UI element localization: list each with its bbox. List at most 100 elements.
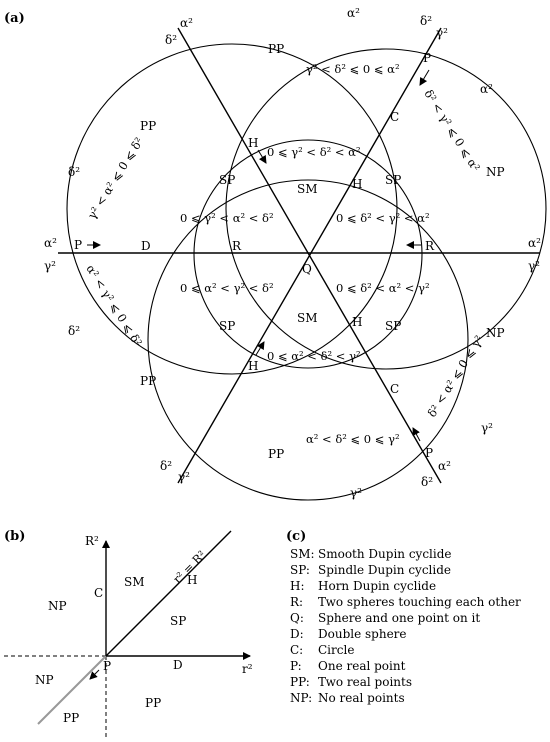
region-np-right-upper: NP xyxy=(486,165,505,179)
ineq-right-upper-outer: δ² < γ² ⩽ 0 ⩽ α² xyxy=(421,87,482,174)
region-sp-lower-right: SP xyxy=(385,319,401,333)
label-d2-top-right: δ² xyxy=(420,14,432,28)
arrow-p-top-right xyxy=(419,69,430,86)
ineq-left-lower-outer: α² < γ² ⩽ 0 ⩽ δ² xyxy=(83,262,144,349)
label-a2-right: α² xyxy=(528,236,541,250)
legend-description: Double sphere xyxy=(318,627,407,641)
circle-bottom xyxy=(147,179,469,501)
region-sp-upper-left: SP xyxy=(219,173,235,187)
legend-key: D: xyxy=(290,627,304,641)
label-a2-bottom-right: α² xyxy=(438,459,451,473)
region-h-upper-left: H xyxy=(248,136,258,150)
legend-description: Two real points xyxy=(318,675,412,689)
point-p-top-right: P xyxy=(423,51,431,65)
circle-upper-left xyxy=(66,43,398,375)
point-c-lower: C xyxy=(390,382,399,396)
arrow-h-lower-left xyxy=(255,341,265,356)
label-a2-left: α² xyxy=(44,236,57,250)
label-g2-top-right: γ² xyxy=(436,26,448,40)
legend-description: Spindle Dupin cyclide xyxy=(318,563,451,577)
legend-description: Smooth Dupin cyclide xyxy=(318,547,452,561)
legend-key: P: xyxy=(290,659,302,673)
circle-central xyxy=(193,139,423,369)
axis-y-label: R² xyxy=(85,534,99,548)
ineq-top-inner: 0 ⩽ γ² < δ² < α² xyxy=(267,145,361,159)
diagonal-r2-equals-R2 xyxy=(105,530,232,657)
legend-description: Circle xyxy=(318,643,354,657)
region-b-pp-left: PP xyxy=(63,711,79,725)
label-a2-top-circle: α² xyxy=(347,6,360,20)
label-d2-left-lower: δ² xyxy=(68,324,80,338)
region-h-upper-right: H xyxy=(352,177,362,191)
legend-key: H: xyxy=(290,579,305,593)
label-d2-bottom-left: δ² xyxy=(160,459,172,473)
ineq-bottom-outer: α² < δ² ⩽ 0 ⩽ γ² xyxy=(306,432,400,446)
region-b-np-upper: NP xyxy=(48,599,67,613)
axis-x-label: r² xyxy=(242,662,253,676)
point-p-bottom-right: P xyxy=(425,446,433,460)
region-pp-top: PP xyxy=(268,42,284,56)
point-r-left: R xyxy=(232,239,242,253)
label-g2-right-lower: γ² xyxy=(481,421,493,435)
ineq-upper-right-inner: 0 ⩽ δ² < γ² < α² xyxy=(336,211,430,225)
legend-key: NP: xyxy=(290,691,312,705)
region-pp-left-lower: PP xyxy=(140,374,156,388)
label-a2-right-upper: α² xyxy=(480,82,493,96)
diagonal-line-2 xyxy=(177,27,442,484)
ineq-lower-left-inner: 0 ⩽ α² < γ² < δ² xyxy=(180,281,274,295)
region-b-sm: SM xyxy=(124,575,145,589)
gray-diagonal-negative xyxy=(37,655,107,725)
region-h-lower-right: H xyxy=(352,315,362,329)
label-g2-left: γ² xyxy=(44,259,56,273)
legend-key: C: xyxy=(290,643,303,657)
point-d: D xyxy=(141,239,151,253)
region-sp-lower-left: SP xyxy=(219,319,235,333)
point-b-p: P xyxy=(103,659,111,673)
legend-key: Q: xyxy=(290,611,304,625)
legend-description: No real points xyxy=(318,691,405,705)
legend-description: Two spheres touching each other xyxy=(318,595,521,609)
panel-a-label: (a) xyxy=(4,11,25,26)
ineq-left-upper-outer: γ² < α² ⩽ 0 ⩽ δ² xyxy=(85,135,146,222)
region-h-lower-left: H xyxy=(248,359,258,373)
point-r-right: R xyxy=(425,239,435,253)
legend-key: SM: xyxy=(290,547,315,561)
circle-upper-right xyxy=(225,48,547,370)
legend-description: Sphere and one point on it xyxy=(318,611,480,625)
point-p-left: P xyxy=(74,238,82,252)
legend-description: One real point xyxy=(318,659,406,673)
region-pp-bottom: PP xyxy=(268,447,284,461)
region-b-sp: SP xyxy=(170,614,186,628)
ineq-right-lower-outer: δ² < α² ⩽ 0 ⩽ γ² xyxy=(425,333,486,420)
label-d2-left-upper: δ² xyxy=(68,165,80,179)
panel-b-label: (b) xyxy=(4,529,25,544)
point-c-upper: C xyxy=(390,110,399,124)
arrow-p-bottom-right xyxy=(412,427,421,442)
region-b-c: C xyxy=(94,586,103,600)
ineq-top-right-outer: γ² < δ² ⩽ 0 ⩽ α² xyxy=(306,62,400,76)
point-b-d: D xyxy=(173,658,183,672)
region-pp-left-upper: PP xyxy=(140,119,156,133)
region-sm-upper: SM xyxy=(297,182,318,196)
legend-key: R: xyxy=(290,595,303,609)
legend-description: Horn Dupin cyclide xyxy=(318,579,436,593)
label-g2-right: γ² xyxy=(528,259,540,273)
label-g2-bottom-circle: γ² xyxy=(350,486,362,500)
label-d2-bottom-right: δ² xyxy=(421,475,433,489)
label-g2-bottom-left: γ² xyxy=(178,470,190,484)
region-sm-lower: SM xyxy=(297,311,318,325)
ineq-bottom-inner: 0 ⩽ α² < δ² < γ² xyxy=(267,349,361,363)
region-b-h: H xyxy=(187,573,197,587)
arrow-b-p xyxy=(89,669,100,680)
region-sp-upper-right: SP xyxy=(385,173,401,187)
region-b-np-lower: NP xyxy=(35,673,54,687)
label-a2-top-left: α² xyxy=(180,16,193,30)
ineq-lower-right-inner: 0 ⩽ δ² < α² < γ² xyxy=(336,281,430,295)
arrow-h-upper-left xyxy=(257,149,267,164)
legend-key: PP: xyxy=(290,675,310,689)
label-d2-top-left: δ² xyxy=(165,33,177,47)
region-np-right-lower: NP xyxy=(486,326,505,340)
point-q: Q xyxy=(302,262,312,276)
